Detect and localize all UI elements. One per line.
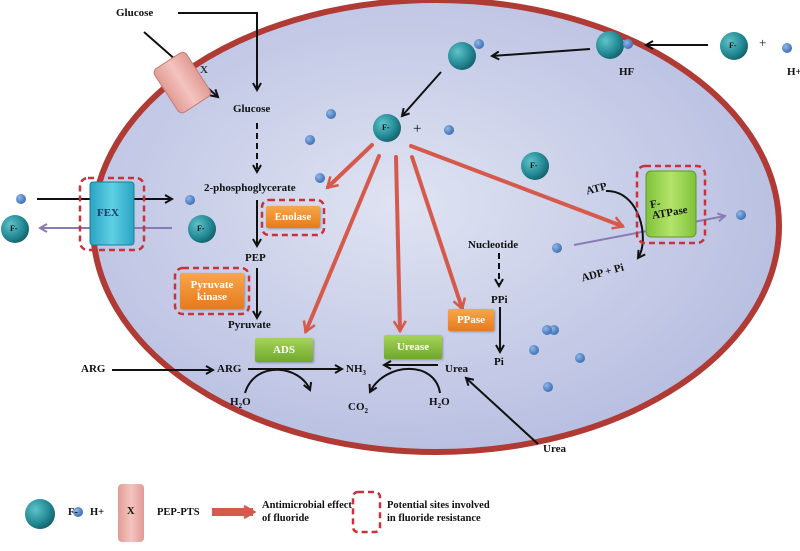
- red-arrow-urease: [396, 155, 400, 330]
- legend-graphics: [25, 484, 382, 542]
- label-h2o-right: H2O: [429, 396, 450, 411]
- antimicrobial-arrows: [306, 143, 622, 331]
- arrow-h2o-co2-right: [370, 368, 441, 393]
- resistance-pyruvate-kinase: [173, 266, 251, 316]
- label-nucleotide: Nucleotide: [468, 239, 519, 251]
- f-ion-center: [373, 114, 401, 142]
- resistance-fex: [78, 176, 146, 252]
- label-ppi: PPi: [491, 294, 508, 306]
- legend-pts-label: PEP-PTS: [157, 507, 200, 518]
- enzyme-ppase: PPase: [448, 309, 494, 331]
- label-f-right: F-: [530, 161, 538, 170]
- red-arrow-enolase: [328, 143, 374, 187]
- label-arg-internal: ARG: [217, 363, 242, 375]
- label-pi: Pi: [494, 356, 504, 368]
- f-ion-fex-out: [1, 215, 29, 243]
- label-f-fex-in: F-: [197, 224, 205, 233]
- proton-ions: [16, 39, 792, 392]
- label-h2o-left: H2O: [230, 396, 251, 411]
- f-atpase-transporter: [645, 170, 697, 238]
- label-urea-internal: Urea: [445, 363, 469, 375]
- hf-molecule-f-inside: [448, 42, 476, 70]
- label-glucose-external: Glucose: [116, 7, 154, 19]
- pep-pts-transporter: [153, 51, 211, 114]
- label-nh3: NH3: [346, 363, 366, 378]
- arrow-h2o-co2-left: [244, 368, 310, 394]
- label-f-external: F-: [729, 41, 737, 50]
- label-f-center: F-: [382, 123, 390, 132]
- label-glucose-internal: Glucose: [233, 103, 271, 115]
- enzyme-enolase: Enolase: [266, 206, 320, 228]
- legend-f-ion-label: F-: [68, 507, 78, 518]
- legend-h-ion-label: H+: [90, 507, 105, 518]
- legend-pts-symbol: X: [127, 506, 135, 517]
- f-ion-right: [521, 152, 549, 180]
- legend-h-ion-icon: [73, 507, 83, 517]
- label-pep: PEP: [245, 252, 266, 264]
- label-f-fex-out: F-: [10, 224, 18, 233]
- red-arrow-atpase: [409, 144, 622, 226]
- arrow-urea-external: [466, 378, 539, 445]
- legend-pts-icon: [118, 484, 144, 542]
- fluoride-ions: [1, 31, 748, 243]
- label-urea-external: Urea: [543, 443, 567, 455]
- f-ion-outside: [720, 32, 748, 60]
- fex-transporter: [89, 181, 135, 246]
- label-2-phosphoglycerate: 2-phosphoglycerate: [204, 182, 296, 194]
- arrow-glucose-direct: [178, 12, 257, 90]
- fex-label: FEX: [97, 207, 119, 219]
- legend-f-ion-icon: [25, 499, 55, 529]
- resistance-sites: [78, 164, 707, 316]
- hf-molecule-f-outside: [596, 31, 624, 59]
- label-plus-external: +: [759, 35, 767, 50]
- resistance-enolase: [260, 198, 326, 237]
- red-arrow-ads: [306, 154, 381, 331]
- enzyme-ads: ADS: [255, 338, 313, 362]
- resistance-atpase: [635, 164, 707, 245]
- label-arg-external: ARG: [81, 363, 106, 375]
- arrow-hf-dissociate: [402, 71, 442, 116]
- red-arrow-ppase: [410, 155, 462, 308]
- pts-label: X: [200, 64, 208, 76]
- label-h-ion-external: H+: [787, 66, 800, 78]
- f-ion-fex-in: [188, 215, 216, 243]
- label-hf: HF: [619, 66, 635, 78]
- arrow-hf-entry: [492, 48, 591, 56]
- legend-resistance-box: [351, 490, 382, 534]
- label-co2: CO2: [348, 401, 368, 416]
- label-pyruvate: Pyruvate: [228, 319, 271, 331]
- enzyme-urease: Urease: [384, 335, 442, 359]
- arrow-atp-adp: [605, 189, 643, 258]
- label-plus-internal: +: [413, 121, 422, 137]
